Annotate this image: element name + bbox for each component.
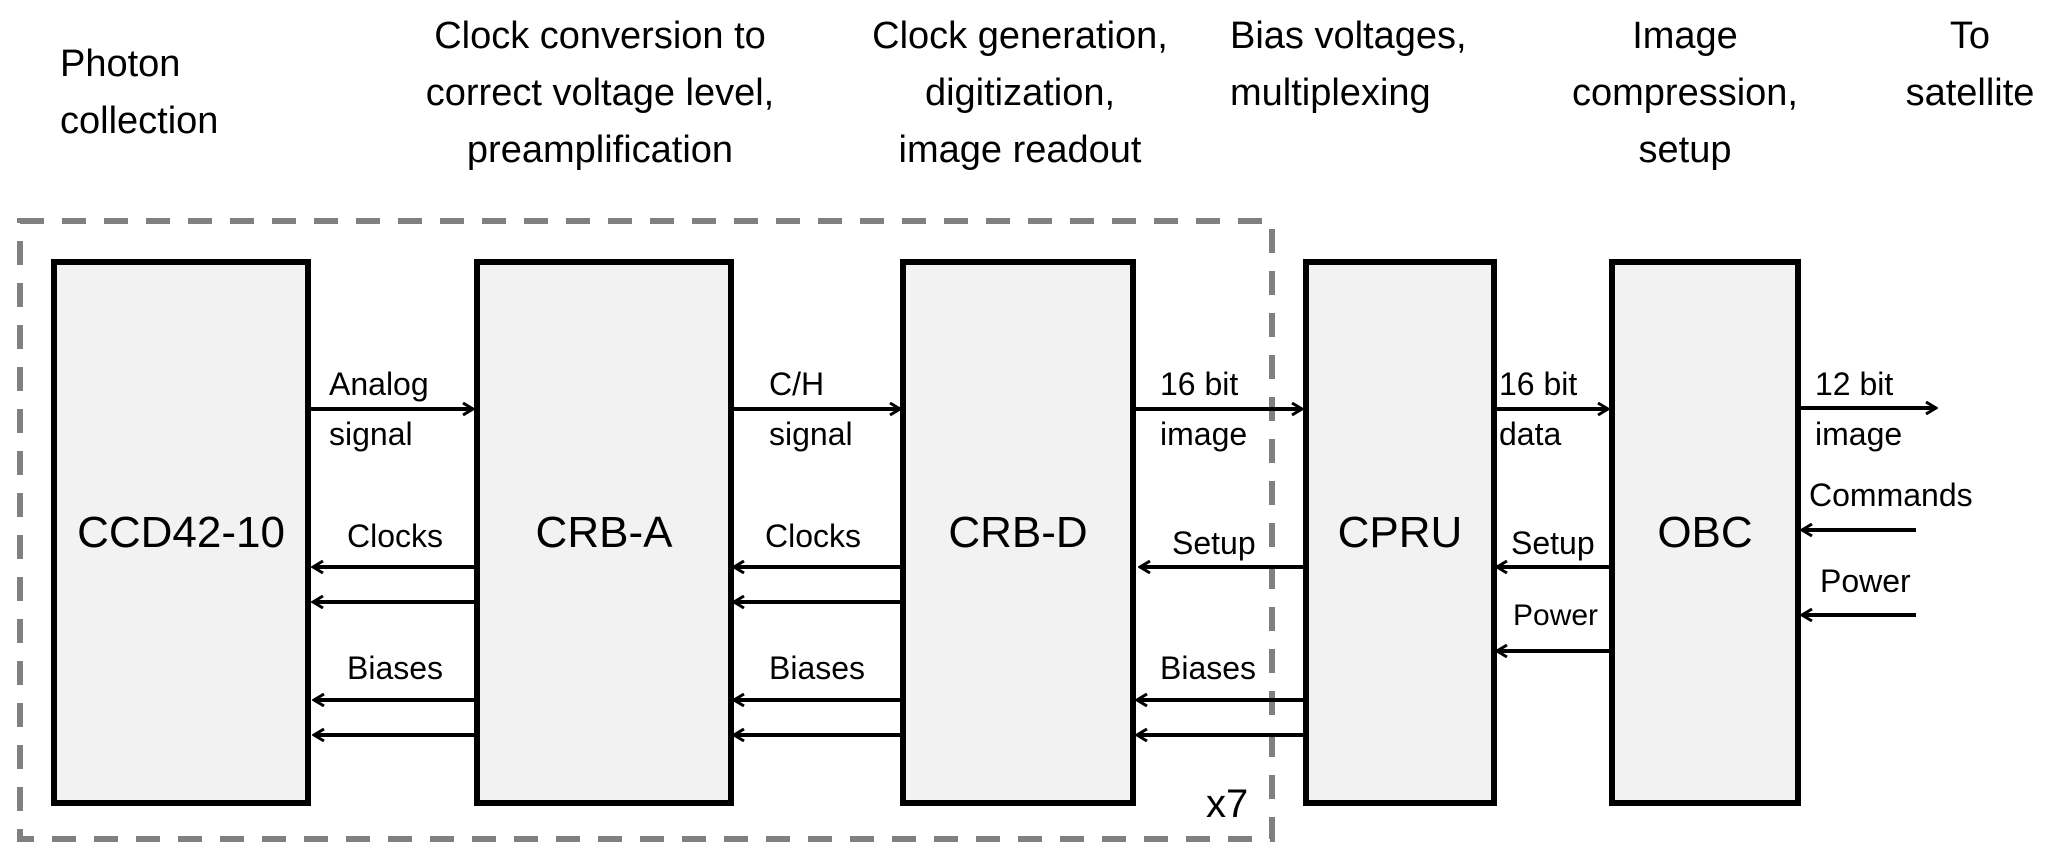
label-ch: C/H	[769, 366, 825, 402]
label-biases-2: Biases	[769, 650, 866, 686]
label-16bit-image-bottom: image	[1160, 416, 1248, 452]
block-crb-d: CRB-D	[900, 259, 1136, 806]
block-label: CPRU	[1337, 507, 1463, 557]
label-power-2: Power	[1820, 563, 1911, 599]
label-signal-1: signal	[329, 416, 413, 452]
label-16bit-image-top: 16 bit	[1160, 366, 1239, 402]
block-cpru: CPRU	[1303, 259, 1497, 806]
header-image-compression: Image compression, setup	[1572, 15, 1798, 171]
header-clock-conversion: Clock conversion to correct voltage leve…	[425, 15, 775, 171]
block-label: CRB-D	[948, 507, 1088, 557]
block-label: OBC	[1657, 507, 1753, 557]
multiplier-label: x7	[1206, 782, 1249, 826]
label-power-1: Power	[1513, 599, 1599, 632]
label-12bit-image-bottom: image	[1815, 416, 1903, 452]
label-clocks-2: Clocks	[765, 518, 862, 554]
header-to-satellite: To satellite	[1905, 15, 2035, 114]
label-12bit-image-top: 12 bit	[1815, 366, 1894, 402]
label-setup-1: Setup	[1172, 525, 1256, 561]
label-clocks-1: Clocks	[347, 518, 444, 554]
label-16bit-data-top: 16 bit	[1499, 366, 1578, 402]
x7-group-border	[17, 218, 1275, 842]
block-label: CCD42-10	[77, 507, 285, 557]
label-setup-2: Setup	[1511, 525, 1595, 561]
label-signal-2: signal	[769, 416, 853, 452]
header-bias-voltages: Bias voltages, multiplexing	[1230, 15, 1467, 114]
header-photon-collection: Photon collection	[60, 43, 219, 142]
block-ccd42-10: CCD42-10	[51, 259, 311, 806]
label-analog: Analog	[329, 366, 429, 402]
block-label: CRB-A	[535, 507, 673, 557]
block-obc: OBC	[1609, 259, 1801, 806]
header-clock-generation: Clock generation, digitization, image re…	[872, 15, 1168, 171]
label-16bit-data-bottom: data	[1499, 416, 1562, 452]
label-biases-3: Biases	[1160, 650, 1257, 686]
label-biases-1: Biases	[347, 650, 444, 686]
label-commands: Commands	[1809, 477, 1973, 513]
block-crb-a: CRB-A	[474, 259, 734, 806]
